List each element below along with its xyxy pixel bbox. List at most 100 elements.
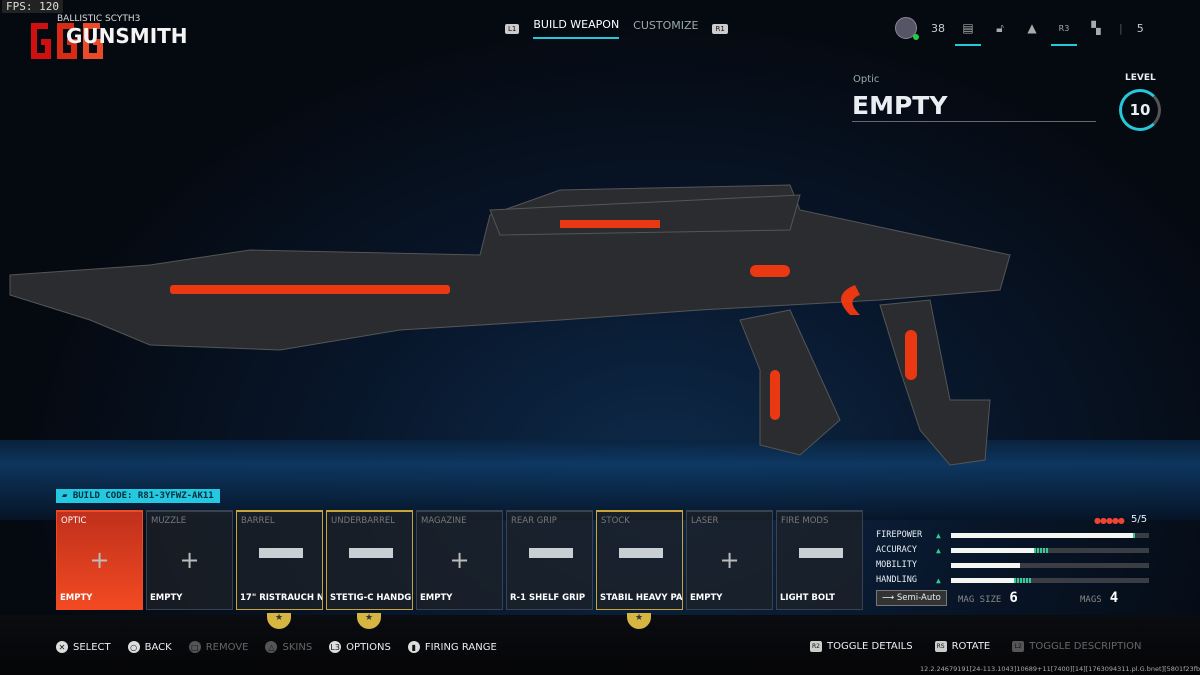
hint-firing-range[interactable]: ▮ FIRING RANGE (407, 641, 497, 653)
stat-label: FIREPOWER (876, 530, 923, 540)
slot-optic[interactable]: OPTIC + EMPTY (56, 510, 143, 610)
fps-counter: FPS: 120 (2, 0, 63, 13)
slot-magazine[interactable]: MAGAZINE + EMPTY (416, 510, 503, 610)
slot-barrel[interactable]: BARREL 17" RISTRAUCH N ★ (236, 510, 323, 629)
attachment-icon (349, 548, 393, 558)
selected-slot-value: EMPTY (852, 91, 948, 120)
player-level: 38 (931, 21, 945, 35)
attachment-name: EMPTY (60, 593, 93, 603)
hint-label: ROTATE (951, 641, 991, 652)
top-nav: L1 BUILD WEAPON CUSTOMIZE R1 (505, 18, 728, 39)
slot-underbarrel[interactable]: UNDERBARREL STETIG-C HANDG ★ (326, 510, 413, 629)
weapon-name: BALLISTIC SCYTH3 (57, 14, 141, 24)
ammo-pips: ●●●●● (1094, 516, 1125, 525)
stat-bar-base (951, 532, 1134, 538)
attachment-name: EMPTY (420, 593, 453, 603)
top-right-status: 38 ▤ 🔓︎ ▲ R3 ▚ | 5 (895, 17, 1144, 46)
stat-bar-base (951, 562, 1021, 568)
weapon-icon[interactable]: ▤ (955, 18, 981, 46)
stat-label: MOBILITY (876, 560, 917, 570)
selected-slot-label: Optic (853, 74, 880, 85)
stat-bar (951, 547, 1149, 553)
slot-label: OPTIC (61, 516, 87, 526)
hint-remove[interactable]: □REMOVE (188, 641, 248, 653)
stat-up-icon: ▲ (936, 545, 941, 555)
attachment-name: EMPTY (690, 593, 723, 603)
hint-options[interactable]: L3 OPTIONS (329, 641, 391, 653)
attachment-name: LIGHT BOLT (780, 593, 835, 603)
slot-muzzle[interactable]: MUZZLE+EMPTY (146, 510, 233, 610)
unlock-icon[interactable]: 🔓︎ (996, 20, 1004, 35)
button-glyph-icon: RS (934, 641, 947, 652)
attachment-icon (619, 548, 663, 558)
slot-label: MAGAZINE (421, 516, 467, 526)
hint-rotate[interactable]: RS ROTATE (934, 641, 991, 652)
mags-value: 4 (1109, 590, 1119, 606)
button-glyph-icon: L3 (329, 641, 342, 653)
stat-bar (951, 532, 1149, 538)
debug-build-string: 12.2.24679191[24-113.1043]10689+11[7400]… (920, 665, 1200, 673)
button-glyph-icon: ▮ (407, 641, 420, 653)
hint-label: OPTIONS (346, 641, 391, 653)
stat-up-icon: ▲ (936, 575, 941, 585)
tab-build-weapon[interactable]: BUILD WEAPON (533, 18, 620, 39)
mags-label: MAGS (1080, 595, 1102, 605)
button-glyph-icon: △ (265, 641, 278, 653)
stat-bar-bonus (1014, 577, 1033, 583)
fire-mode-badge: ⟶ Semi-Auto (876, 590, 947, 606)
slot-label: LASER (691, 516, 719, 526)
mastery-medal-icon: ★ (267, 613, 291, 629)
stat-handling: HANDLING ▲ (876, 575, 1151, 585)
mastery-medal-icon: ★ (627, 613, 651, 629)
build-code[interactable]: ▰ BUILD CODE: R81-3YFWZ-AK11 (56, 489, 220, 503)
slot-laser[interactable]: LASER + EMPTY (686, 510, 773, 610)
stat-bar (951, 577, 1149, 583)
attachment-icon (799, 548, 843, 558)
r3-loadout-icon[interactable]: R3 (1051, 18, 1077, 46)
hint-label: SKINS (282, 641, 313, 653)
hint-skins[interactable]: △ SKINS (265, 641, 312, 653)
hint-label: BACK (144, 641, 172, 653)
bell-icon[interactable]: ▲ (1027, 21, 1037, 35)
hint-select[interactable]: ✕SELECT (56, 641, 111, 653)
attachment-name: STETIG-C HANDG (330, 593, 412, 603)
slot-label: REAR GRIP (511, 516, 557, 526)
mastery-medal-icon: ★ (357, 613, 381, 629)
hint-back[interactable]: ○ BACK (127, 641, 172, 653)
add-icon: + (89, 546, 110, 574)
button-glyph-icon: ○ (127, 641, 140, 653)
stat-bar-bonus (1133, 532, 1136, 538)
attachment-icon (259, 548, 303, 558)
mags: MAGS 4 (1080, 590, 1118, 606)
stat-accuracy: ACCURACY▲ (876, 545, 1151, 555)
divider (852, 121, 1096, 122)
level-label: LEVEL (1125, 73, 1156, 83)
attachment-icon (529, 548, 573, 558)
add-icon: + (449, 546, 470, 574)
slot-label: BARREL (241, 516, 275, 526)
squad-icon[interactable]: ▚ (1091, 21, 1101, 35)
weapon-model[interactable] (0, 170, 1030, 470)
stat-bar-base (951, 577, 1015, 583)
stat-bar-base (951, 547, 1035, 553)
stat-bar (951, 562, 1149, 568)
control-hints-left: ✕SELECT ○ BACK □REMOVE △ SKINS L3 OPTIONS ▮ FIRIN… (56, 641, 497, 653)
button-glyph-icon: R2 (810, 641, 822, 652)
divider: | (1119, 21, 1123, 35)
stat-label: HANDLING (876, 575, 917, 585)
hint-label: FIRING RANGE (424, 641, 497, 653)
slot-label: UNDERBARREL (331, 516, 395, 526)
add-icon: + (719, 546, 740, 574)
tab-customize[interactable]: CUSTOMIZE (633, 19, 699, 32)
attachment-slots: OPTIC + EMPTY MUZZLE+EMPTY BARREL 17" RISTRAU… (56, 510, 863, 629)
soldier-avatar[interactable] (895, 17, 919, 40)
attachment-name: 17" RISTRAUCH N (240, 593, 322, 603)
button-glyph-icon: ✕ (56, 641, 68, 653)
